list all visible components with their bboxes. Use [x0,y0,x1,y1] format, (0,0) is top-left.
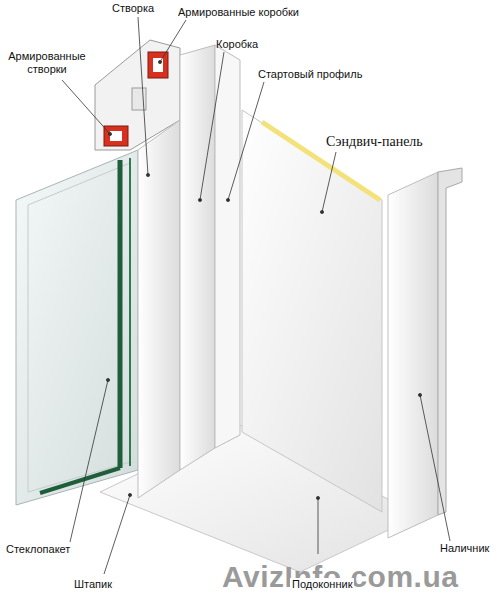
part-label: Армированные коробки [178,6,299,19]
casing-profile [388,172,438,538]
reinforcement [148,52,168,78]
part-label: Сэндвич-панель [326,134,423,150]
sandwich-panel [242,110,382,512]
part-label: Наличник [440,542,489,555]
part-label: Штапик [74,578,112,591]
spacer-frame [118,160,123,468]
part-label: Створка [112,2,154,15]
part-label: Армированные створки [4,50,90,76]
reinforcement [110,131,122,141]
reinforcement [104,126,128,146]
part-label: Подоконник [290,578,354,591]
part-label: Стартовый профиль [258,68,362,81]
spacer-frame [40,468,120,493]
panel-edge [262,122,380,200]
leader-lines [62,17,450,574]
glass-pane [16,150,138,505]
spacer-frame [129,158,131,466]
frame-profile [180,45,215,470]
part-label: Коробка [216,38,258,51]
casing-lip [438,168,462,515]
sash-profile [138,120,180,498]
starter-profile [215,45,240,448]
glass-pane [28,163,130,492]
part-label: Стеклопакет [6,543,70,556]
